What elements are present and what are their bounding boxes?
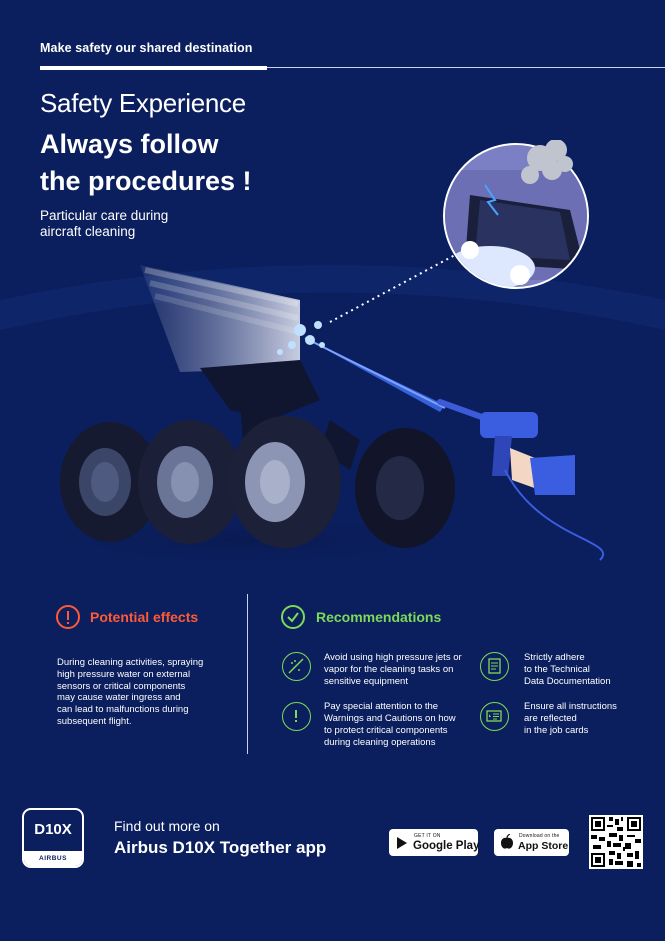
header-rule-thick <box>40 66 267 70</box>
rec-line: sensitive equipment <box>324 676 408 687</box>
potential-effects-title: Potential effects <box>90 609 199 625</box>
logo-band: AIRBUS <box>24 851 82 866</box>
qr-code[interactable] <box>589 815 643 869</box>
apple-icon <box>501 834 513 849</box>
headline: Always follow the procedures ! <box>40 126 340 200</box>
rec-line: in the job cards <box>524 725 589 736</box>
effects-line: During cleaning activities, spraying <box>57 657 204 668</box>
rec-line: vapor for the cleaning tasks on <box>324 664 454 675</box>
rec-line: Ensure all instructions <box>524 701 617 712</box>
google-play-big: Google Play <box>413 840 480 852</box>
rec-line: Data Documentation <box>524 676 611 687</box>
recommendation-1: Avoid using high pressure jets or vapor … <box>324 652 474 688</box>
rec-line: during cleaning operations <box>324 737 436 748</box>
water-jet-core <box>304 337 446 409</box>
headline-line-1: Always follow <box>40 129 219 159</box>
recommendations-title: Recommendations <box>316 609 442 625</box>
effects-line: high pressure water on external <box>57 668 191 680</box>
google-play-small: GET IT ON <box>414 833 441 839</box>
exclamation-circle-icon <box>56 605 80 629</box>
headline-line-2: the procedures ! <box>40 166 252 196</box>
app-store-big: App Store <box>518 840 569 852</box>
logo-title: D10X <box>34 821 72 838</box>
gear-door <box>140 265 300 372</box>
warning-circle-icon <box>282 702 311 731</box>
fuselage-curve <box>0 265 665 330</box>
potential-effects-text: During cleaning activities, spraying hig… <box>57 657 232 728</box>
rec-line: Warnings and Cautions on how <box>324 713 456 724</box>
find-out-text: Find out more on <box>114 818 220 834</box>
rec-line: Strictly adhere <box>524 652 585 663</box>
kicker: Safety Experience <box>40 88 246 118</box>
app-store-small: Download on the <box>519 833 560 839</box>
no-spray-icon <box>282 652 311 681</box>
effects-line: can lead to malfunctions during <box>57 704 189 716</box>
subtitle: Particular care during aircraft cleaning <box>40 208 240 240</box>
zoom-callout <box>443 140 589 289</box>
recommendation-2: Strictly adhere to the Technical Data Do… <box>524 652 644 688</box>
rec-line: Pay special attention to the <box>324 701 439 712</box>
water-splash <box>277 321 325 355</box>
rec-line: to protect critical components <box>324 725 448 736</box>
pressure-washer-gun <box>437 399 604 561</box>
rec-line: to the Technical <box>524 664 590 675</box>
checkmark-circle-icon <box>281 605 305 629</box>
tagline: Make safety our shared destination <box>40 41 253 55</box>
subtitle-line-1: Particular care during <box>40 208 169 223</box>
effects-line: subsequent flight. <box>57 715 132 727</box>
d10x-logo: D10X AIRBUS <box>22 808 84 868</box>
header-rule-thin <box>267 67 665 68</box>
document-icon <box>480 652 509 681</box>
cleaning-illustration <box>0 140 665 570</box>
subtitle-line-2: aircraft cleaning <box>40 224 136 239</box>
play-icon <box>397 837 407 849</box>
wheels <box>60 416 455 548</box>
job-card-icon <box>480 702 509 731</box>
google-play-badge[interactable]: GET IT ON Google Play <box>389 829 480 856</box>
app-store-badge[interactable]: Download on the App Store <box>494 829 569 856</box>
recommendation-4: Ensure all instructions are reflected in… <box>524 701 644 737</box>
column-divider <box>247 594 248 754</box>
rec-line: Avoid using high pressure jets or <box>324 652 462 663</box>
recommendation-3: Pay special attention to the Warnings an… <box>324 701 474 749</box>
logo-brand: AIRBUS <box>39 855 67 862</box>
rec-line: are reflected <box>524 713 577 724</box>
effects-line: sensors or critical components <box>57 680 186 692</box>
effects-line: may cause water ingress and <box>57 692 181 704</box>
app-name: Airbus D10X Together app <box>114 838 327 857</box>
